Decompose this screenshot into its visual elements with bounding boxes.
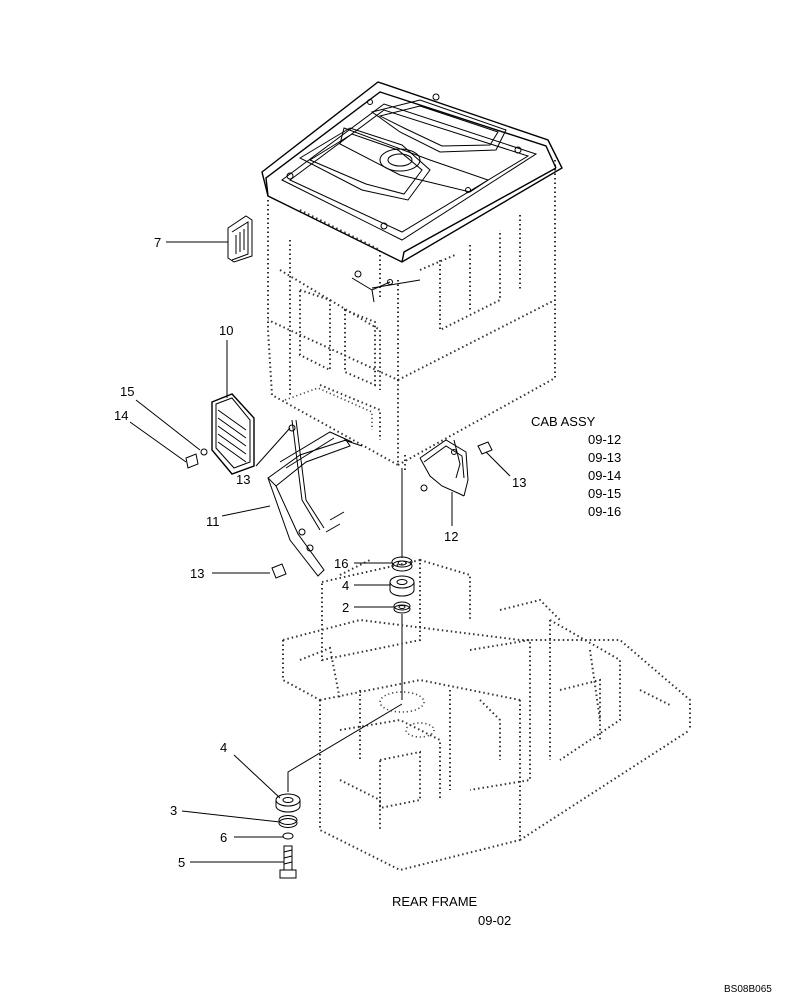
callout-13-left: 13 (236, 472, 250, 487)
rear-frame-outline (282, 558, 691, 872)
callout-14: 14 (114, 408, 128, 423)
rear-frame-title: REAR FRAME (392, 894, 478, 909)
cab-assy-ref-4: 09-15 (588, 486, 621, 501)
callout-4-upper: 4 (342, 578, 349, 593)
part-13-screw-lower (271, 563, 287, 579)
cab-assy-ref-5: 09-16 (588, 504, 621, 519)
callout-16: 16 (334, 556, 348, 571)
callout-5: 5 (178, 855, 185, 870)
callout-12: 12 (444, 529, 458, 544)
part-11-bracket (267, 387, 373, 577)
callout-13-lower: 13 (190, 566, 204, 581)
part-12-bracket (419, 439, 493, 497)
cab-assy-ref-2: 09-13 (588, 450, 621, 465)
roof-bracket-bolts (351, 270, 421, 303)
callout-15: 15 (120, 384, 134, 399)
mount-parts-upper (389, 468, 415, 700)
cab-assy-title: CAB ASSY (531, 414, 596, 429)
drawing-code: BS08B065 (724, 984, 772, 995)
part-7-panel (227, 215, 253, 263)
callout-4-lower: 4 (220, 740, 227, 755)
callout-3: 3 (170, 803, 177, 818)
part-10-filter (211, 393, 255, 475)
callout-10: 10 (219, 323, 233, 338)
rear-frame-ref: 09-02 (478, 913, 511, 928)
callout-13-right: 13 (512, 475, 526, 490)
leader-lines (129, 241, 511, 863)
callout-11: 11 (206, 514, 220, 529)
cab-assy-ref-1: 09-12 (588, 432, 621, 447)
callout-6: 6 (220, 830, 227, 845)
cab-assy-ref-3: 09-14 (588, 468, 621, 483)
mount-parts-lower (275, 703, 403, 879)
callout-2: 2 (342, 600, 349, 615)
cab-roof (261, 81, 563, 263)
part-14-15-screw (185, 448, 208, 469)
cab-body-outline (267, 160, 556, 470)
callout-7: 7 (154, 235, 161, 250)
